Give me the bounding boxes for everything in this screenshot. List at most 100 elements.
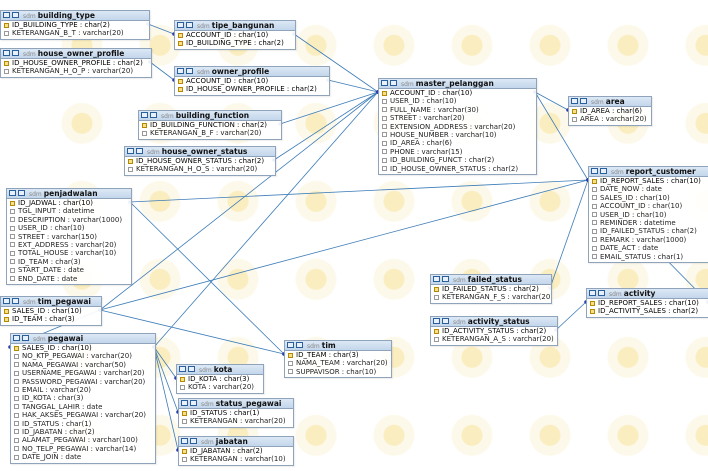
primary-key-checkbox[interactable] [178, 78, 183, 84]
column-row[interactable]: NO_TELP_PEGAWAI : varchar(14) [13, 445, 153, 453]
table-view-icon[interactable] [571, 98, 578, 104]
column-row[interactable]: USERNAME_PEGAWAI : varchar(20) [13, 369, 153, 377]
column-checkbox[interactable] [592, 203, 597, 209]
column-row-key[interactable]: ID_ACTIVITY_SALES : char(2) [589, 307, 707, 315]
primary-key-checkbox[interactable] [142, 122, 147, 128]
table-edit-icon[interactable] [442, 318, 449, 324]
column-row[interactable]: DATE_NOW : date [591, 185, 707, 193]
table-view-icon[interactable] [181, 438, 188, 444]
table-edit-icon[interactable] [136, 148, 143, 154]
column-checkbox[interactable] [288, 360, 293, 366]
table-edit-icon[interactable] [580, 98, 587, 104]
column-row[interactable]: TGL_INPUT : datetime [9, 207, 129, 215]
column-row[interactable]: HAK_AKSES_PEGAWAI : varchar(20) [13, 411, 153, 419]
column-row[interactable]: KETERANGAN_H_O_P : varchar(20) [3, 67, 149, 75]
column-checkbox[interactable] [592, 212, 597, 218]
table-edit-icon[interactable] [12, 50, 19, 56]
column-checkbox[interactable] [592, 245, 597, 251]
primary-key-checkbox[interactable] [182, 410, 187, 416]
column-row[interactable]: AREA : varchar(20) [571, 115, 649, 123]
column-row-key[interactable]: ID_REPORT_SALES : char(10) [589, 299, 707, 307]
column-row[interactable]: KETERANGAN : varchar(10) [181, 455, 291, 463]
column-row[interactable]: KETERANGAN_F_S : varchar(20) [433, 293, 551, 301]
column-row-key[interactable]: ID_TEAM : char(3) [3, 315, 99, 323]
column-row[interactable]: NO_KTP_PEGAWAI : varchar(20) [13, 352, 153, 360]
column-row[interactable]: ID_TEAM : char(3) [9, 258, 129, 266]
column-row[interactable]: SUPPAVISOR : char(10) [287, 368, 389, 376]
primary-key-checkbox[interactable] [434, 328, 439, 334]
column-checkbox[interactable] [14, 379, 19, 385]
primary-key-checkbox[interactable] [14, 345, 19, 351]
column-row[interactable]: ID_BUILDING_FUNCT : char(2) [381, 156, 534, 164]
column-checkbox[interactable] [14, 404, 19, 410]
primary-key-checkbox[interactable] [180, 376, 185, 382]
column-row[interactable]: START_DATE : date [9, 266, 129, 274]
column-row[interactable]: KETERANGAN_H_O_S : varchar(20) [127, 165, 273, 173]
table-view-icon[interactable] [3, 50, 10, 56]
column-row-key[interactable]: ID_FAILED_STATUS : char(2) [433, 285, 549, 293]
primary-key-checkbox[interactable] [288, 352, 293, 358]
column-checkbox[interactable] [14, 353, 19, 359]
column-row-key[interactable]: ACCOUNT_ID : char(10) [177, 31, 293, 39]
column-row[interactable]: EXTENSION_ADDRESS : varchar(20) [381, 123, 534, 131]
column-row[interactable]: PHONE : varchar(15) [381, 148, 534, 156]
column-row[interactable]: STREET : varchar(20) [381, 114, 534, 122]
column-checkbox[interactable] [382, 132, 387, 138]
column-row[interactable]: DESCRIPTION : varchar(1000) [9, 216, 129, 224]
column-checkbox[interactable] [382, 115, 387, 121]
table-view-icon[interactable] [9, 190, 16, 196]
column-row-key[interactable]: ID_BUILDING_TYPE : char(2) [177, 39, 293, 47]
column-row[interactable]: PASSWORD_PEGAWAI : varchar(20) [13, 378, 153, 386]
column-checkbox[interactable] [180, 384, 185, 390]
table-view-icon[interactable] [589, 290, 596, 296]
column-checkbox[interactable] [592, 186, 597, 192]
column-checkbox[interactable] [382, 149, 387, 155]
column-row[interactable]: FULL_NAME : varchar(30) [381, 106, 534, 114]
column-row[interactable]: KETERANGAN_A_S : varchar(20) [433, 335, 555, 343]
column-row[interactable]: ID_HOUSE_OWNER_STATUS : char(2) [381, 165, 534, 173]
column-row[interactable]: ID_JABATAN : char(2) [13, 428, 153, 436]
column-checkbox[interactable] [14, 429, 19, 435]
column-checkbox[interactable] [10, 259, 15, 265]
column-row[interactable]: KOTA : varchar(20) [179, 383, 261, 391]
column-row[interactable]: DATE_JOIN : date [13, 453, 153, 461]
column-checkbox[interactable] [14, 446, 19, 452]
table-edit-icon[interactable] [12, 298, 19, 304]
primary-key-checkbox[interactable] [178, 40, 183, 46]
column-checkbox[interactable] [4, 68, 9, 74]
primary-key-checkbox[interactable] [592, 178, 597, 184]
column-checkbox[interactable] [382, 124, 387, 130]
column-row-key[interactable]: ID_HOUSE_OWNER_STATUS : char(2) [127, 157, 273, 165]
column-row[interactable]: HOUSE_NUMBER : varchar(10) [381, 131, 534, 139]
primary-key-checkbox[interactable] [590, 308, 595, 314]
column-row[interactable]: ACCOUNT_ID : char(10) [591, 202, 707, 210]
table-view-icon[interactable] [3, 12, 10, 18]
column-checkbox[interactable] [10, 250, 15, 256]
column-row[interactable]: USER_ID : char(10) [381, 97, 534, 105]
column-row[interactable]: KETERANGAN_B_F : varchar(20) [141, 129, 279, 137]
column-checkbox[interactable] [592, 228, 597, 234]
column-checkbox[interactable] [382, 107, 387, 113]
column-checkbox[interactable] [14, 387, 19, 393]
table-view-icon[interactable] [177, 68, 184, 74]
column-checkbox[interactable] [434, 336, 439, 342]
column-row[interactable]: REMINDER : datetime [591, 219, 707, 227]
column-row-key[interactable]: ID_BUILDING_FUNCTION : char(2) [141, 121, 279, 129]
column-row-key[interactable]: ACCOUNT_ID : char(10) [381, 89, 534, 97]
table-edit-icon[interactable] [22, 335, 29, 341]
column-checkbox[interactable] [592, 195, 597, 201]
